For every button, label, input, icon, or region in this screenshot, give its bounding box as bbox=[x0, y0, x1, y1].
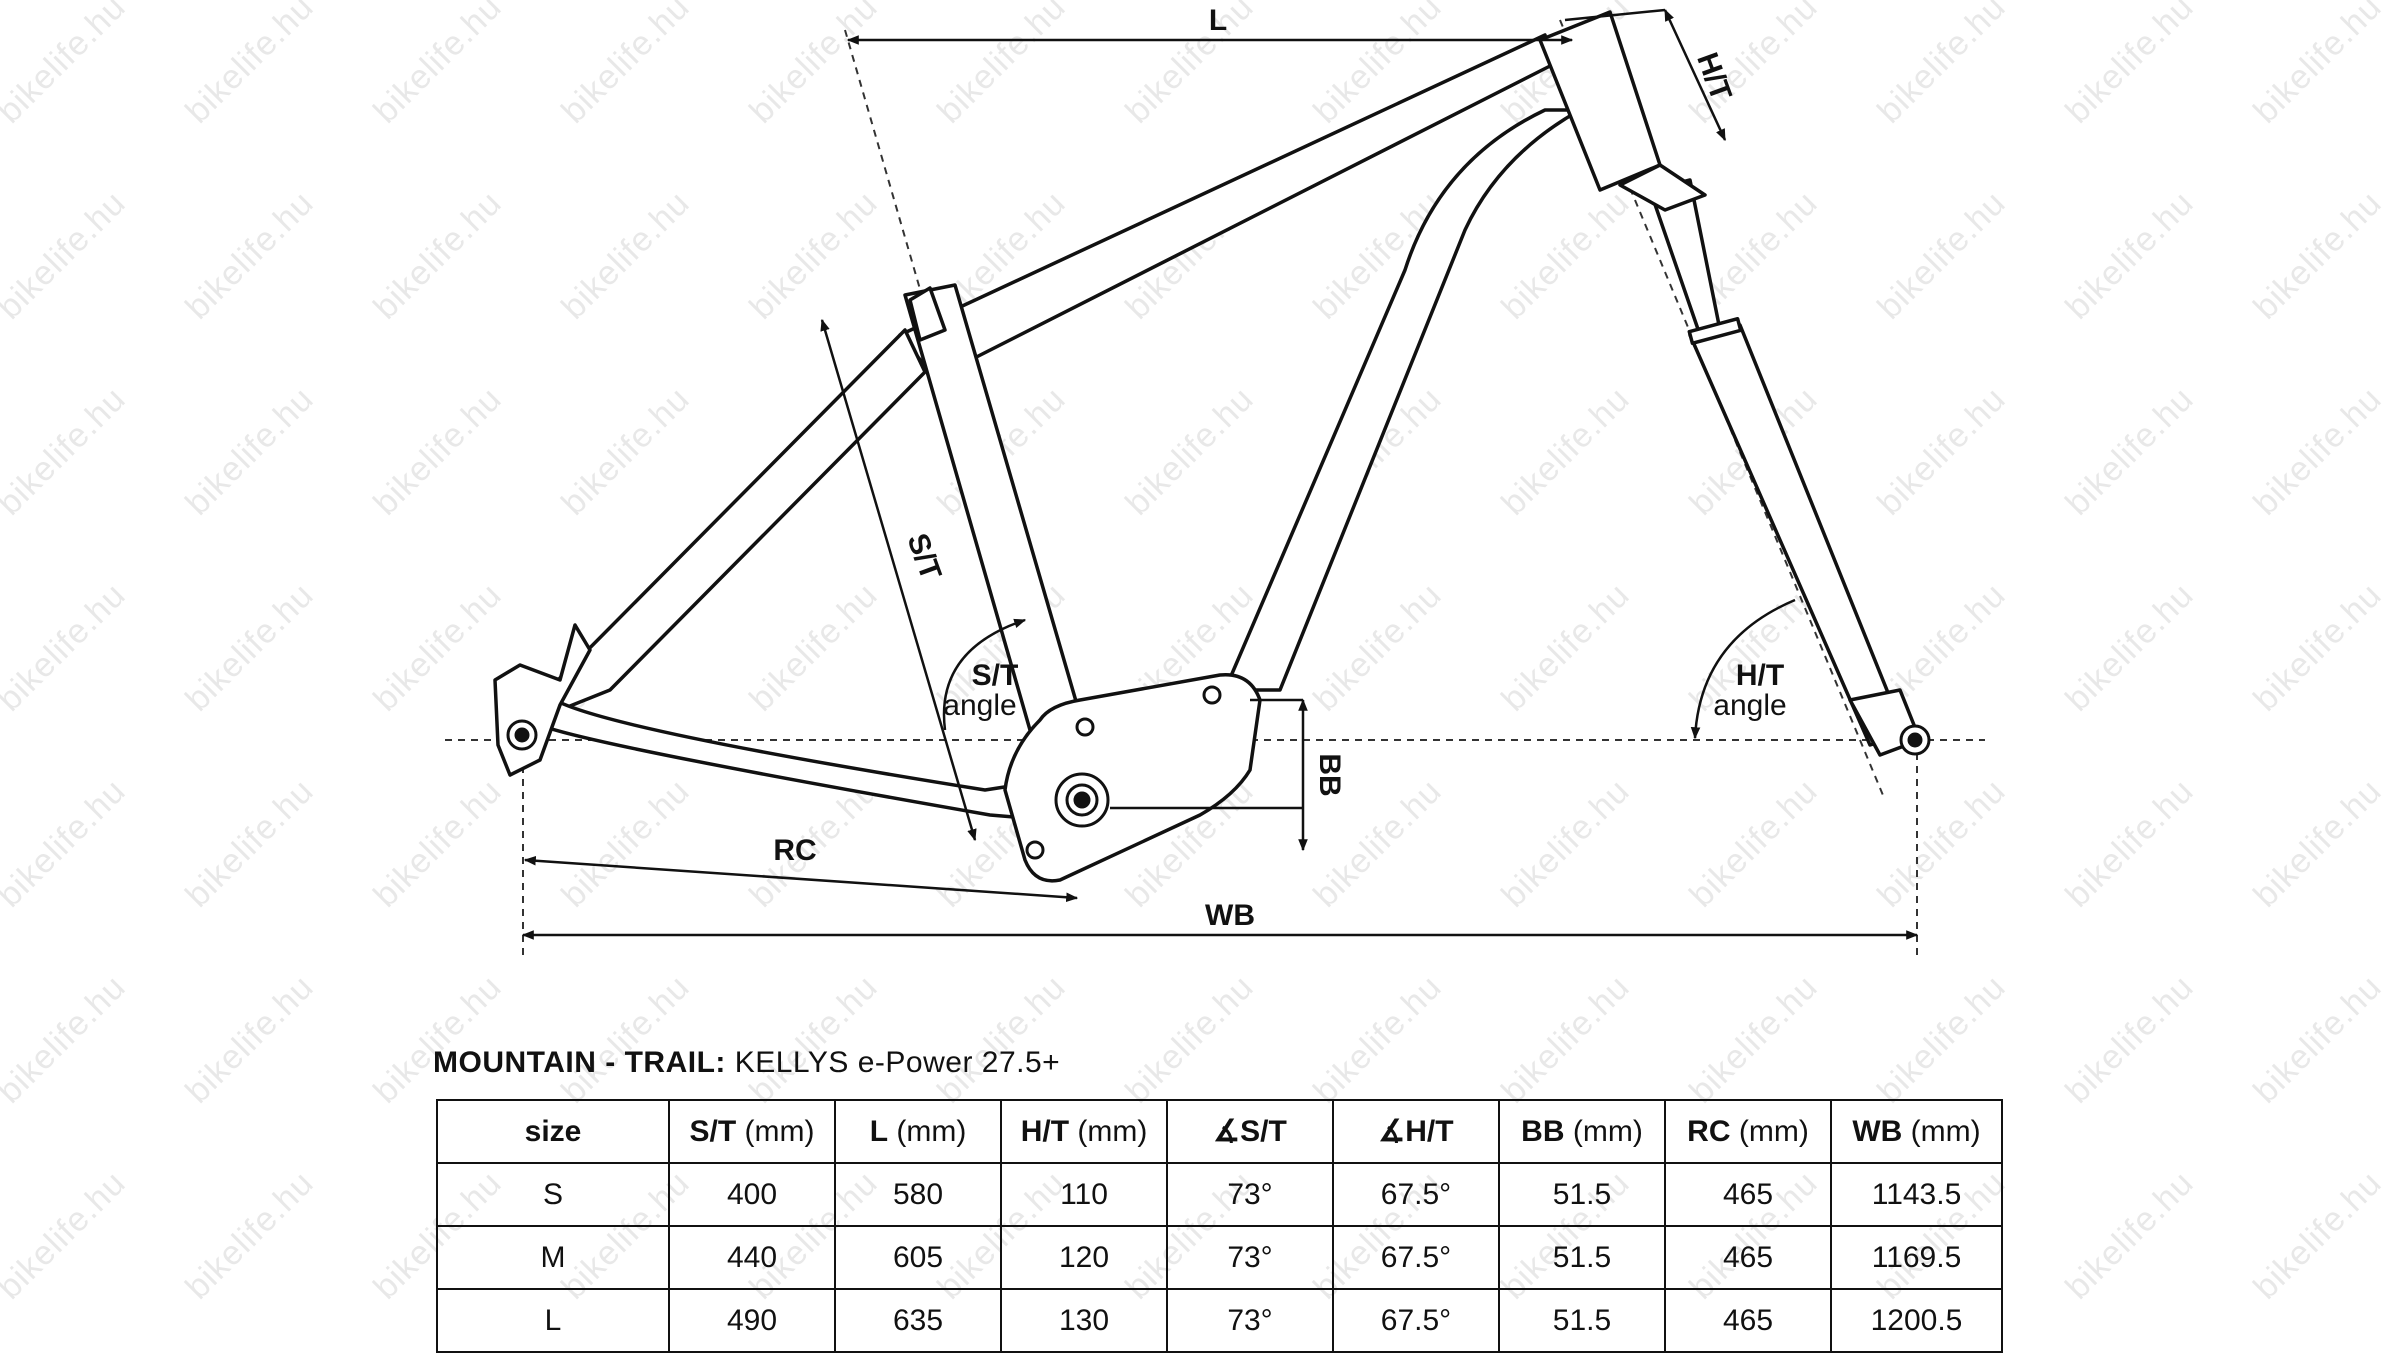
table-cell: 51.5 bbox=[1498, 1225, 1666, 1290]
table-cell: 465 bbox=[1664, 1288, 1832, 1353]
header-ht: H/T (mm) bbox=[1000, 1099, 1168, 1164]
header-l: L (mm) bbox=[834, 1099, 1002, 1164]
rc-label: RC bbox=[773, 834, 816, 867]
table-cell: 130 bbox=[1000, 1288, 1168, 1353]
table-cell: 120 bbox=[1000, 1225, 1168, 1290]
fork-lower bbox=[1688, 323, 1907, 747]
st-dimension bbox=[820, 318, 977, 842]
table-cell: 635 bbox=[834, 1288, 1002, 1353]
motor-bolt-3 bbox=[1025, 840, 1045, 860]
ht-label: H/T bbox=[1690, 48, 1738, 105]
st-angle-sublabel: angle bbox=[943, 689, 1016, 722]
table-cell: S bbox=[436, 1162, 670, 1227]
table-cell: 1143.5 bbox=[1830, 1162, 2003, 1227]
header-st-angle: ∡S/T bbox=[1166, 1099, 1334, 1164]
table-row: S 400 580 110 73° 67.5° 51.5 465 1143.5 bbox=[436, 1162, 2003, 1227]
ht-angle-arc bbox=[1690, 598, 1796, 740]
header-rc: RC (mm) bbox=[1664, 1099, 1832, 1164]
table-title: MOUNTAIN - TRAIL: KELLYS e-Power 27.5+ bbox=[433, 1046, 1060, 1080]
motor-bolt-2 bbox=[1202, 685, 1222, 705]
bike-frame bbox=[493, 10, 1662, 883]
table-cell: 465 bbox=[1664, 1225, 1832, 1290]
table-cell: 1200.5 bbox=[1830, 1288, 2003, 1353]
table-cell: 1169.5 bbox=[1830, 1225, 2003, 1290]
geometry-table: size S/T (mm) L (mm) H/T (mm) ∡S/T ∡H/T … bbox=[436, 1099, 2003, 1353]
header-ht-angle: ∡H/T bbox=[1332, 1099, 1500, 1164]
dimension-lines bbox=[521, 8, 1919, 940]
table-cell: 73° bbox=[1166, 1225, 1334, 1290]
l-label: L bbox=[1209, 4, 1227, 37]
st-angle-label: S/T bbox=[972, 659, 1019, 692]
header-size: size bbox=[436, 1099, 670, 1164]
table-cell: 73° bbox=[1166, 1288, 1334, 1353]
table-cell: 110 bbox=[1000, 1162, 1168, 1227]
table-title-model: KELLYS e-Power 27.5+ bbox=[725, 1046, 1061, 1079]
motor-housing bbox=[1003, 672, 1262, 883]
axles bbox=[506, 685, 1931, 860]
table-cell: 580 bbox=[834, 1162, 1002, 1227]
bb-label: BB bbox=[1313, 753, 1346, 796]
ht-angle-label: H/T bbox=[1736, 659, 1784, 692]
table-cell: 67.5° bbox=[1332, 1225, 1500, 1290]
ht-dimension bbox=[1663, 8, 1727, 142]
st-label: S/T bbox=[900, 529, 947, 584]
wb-label: WB bbox=[1205, 899, 1255, 932]
fork-seal bbox=[1687, 316, 1743, 346]
reference-lines bbox=[445, 19, 1985, 960]
table-cell: 51.5 bbox=[1498, 1162, 1666, 1227]
table-row: L 490 635 130 73° 67.5° 51.5 465 1200.5 bbox=[436, 1288, 2003, 1353]
table-cell: 67.5° bbox=[1332, 1162, 1500, 1227]
table-header-row: size S/T (mm) L (mm) H/T (mm) ∡S/T ∡H/T … bbox=[436, 1099, 2003, 1164]
table-cell: 67.5° bbox=[1332, 1288, 1500, 1353]
rc-dimension bbox=[523, 855, 1079, 903]
table-row: M 440 605 120 73° 67.5° 51.5 465 1169.5 bbox=[436, 1225, 2003, 1290]
table-cell: 465 bbox=[1664, 1162, 1832, 1227]
table-title-category: MOUNTAIN - TRAIL: bbox=[433, 1046, 726, 1079]
table-cell: 490 bbox=[668, 1288, 836, 1353]
head-tube bbox=[1538, 10, 1662, 192]
seat-stay bbox=[533, 328, 927, 714]
table-cell: 605 bbox=[834, 1225, 1002, 1290]
ht-angle-sublabel: angle bbox=[1713, 689, 1786, 722]
table-cell: 73° bbox=[1166, 1162, 1334, 1227]
table-cell: 51.5 bbox=[1498, 1288, 1666, 1353]
fork-crown bbox=[1618, 163, 1707, 212]
table-cell: M bbox=[436, 1225, 670, 1290]
table-cell: 440 bbox=[668, 1225, 836, 1290]
table-cell: L bbox=[436, 1288, 670, 1353]
header-wb: WB (mm) bbox=[1830, 1099, 2003, 1164]
table-cell: 400 bbox=[668, 1162, 836, 1227]
header-st: S/T (mm) bbox=[668, 1099, 836, 1164]
header-bb: BB (mm) bbox=[1498, 1099, 1666, 1164]
motor-bolt-1 bbox=[1075, 717, 1095, 737]
st-angle-arc bbox=[942, 618, 1027, 731]
